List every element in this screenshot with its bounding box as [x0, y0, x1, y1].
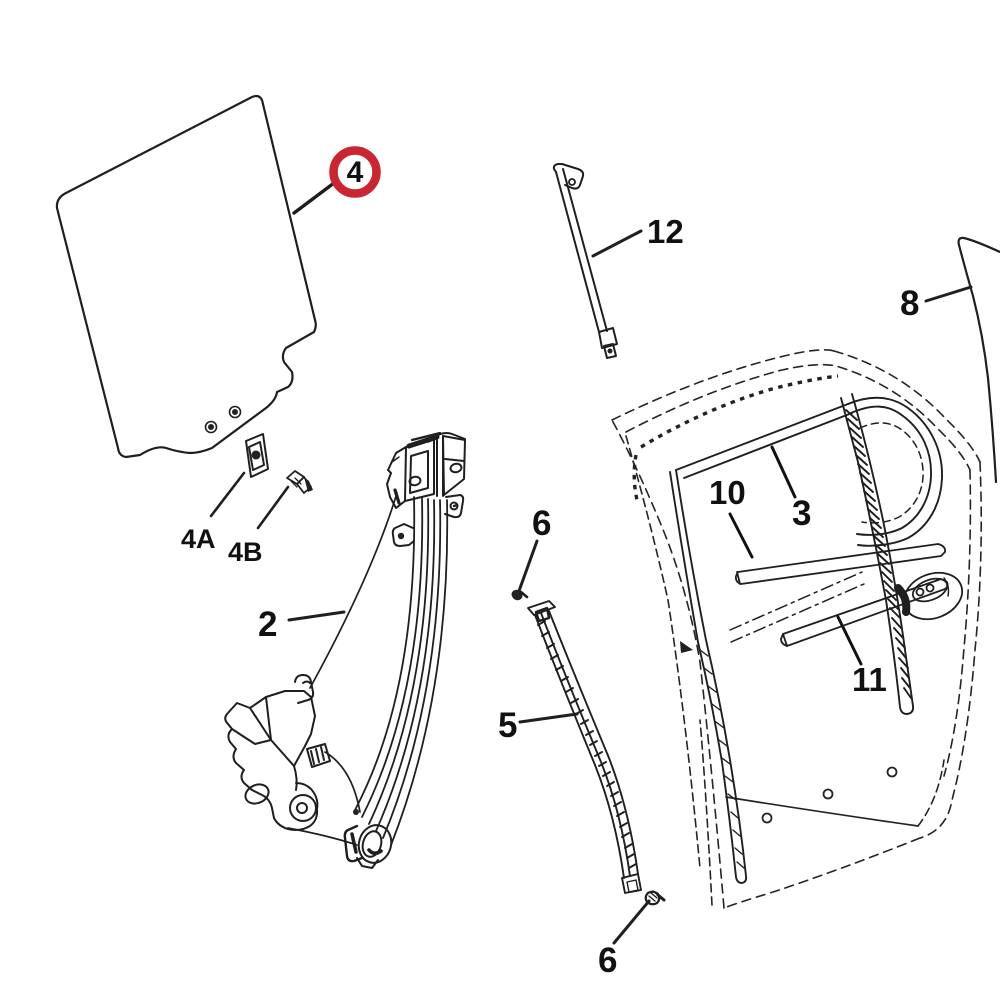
svg-text:12: 12: [647, 213, 684, 250]
svg-text:6: 6: [598, 941, 617, 980]
svg-text:5: 5: [498, 706, 517, 745]
svg-text:4: 4: [347, 156, 364, 189]
svg-text:3: 3: [792, 494, 811, 533]
svg-text:11: 11: [852, 661, 887, 698]
svg-text:6: 6: [532, 504, 551, 543]
svg-text:8: 8: [900, 284, 919, 323]
svg-text:4A: 4A: [181, 524, 216, 554]
svg-text:4B: 4B: [228, 537, 263, 567]
svg-text:10: 10: [709, 474, 746, 511]
svg-text:2: 2: [258, 605, 277, 644]
